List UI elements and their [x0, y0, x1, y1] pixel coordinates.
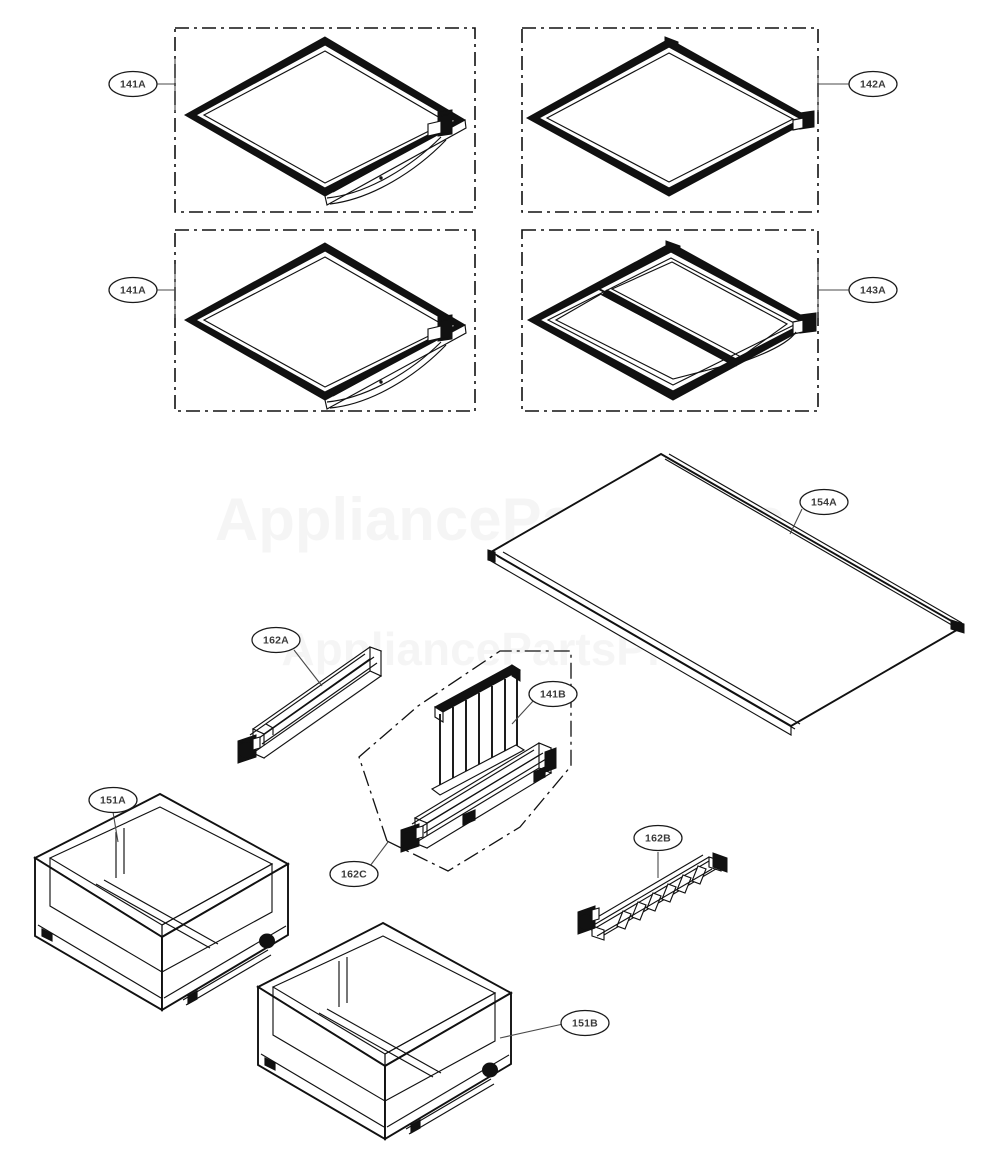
ladder-slots-162B: [616, 865, 707, 930]
divider-bars: [439, 672, 518, 795]
callout-ellipse: [329, 860, 379, 888]
callout-162C[interactable]: 162C: [329, 860, 379, 888]
callout-162A[interactable]: 162A: [251, 626, 301, 654]
callout-label: 162A: [263, 635, 289, 647]
part-141A-upper-shelf[interactable]: [183, 36, 467, 206]
part-143A-split-shelf[interactable]: [526, 240, 817, 401]
callout-label: 141A: [120, 79, 146, 91]
drawer-roller-151A: [259, 933, 275, 949]
callout-151A[interactable]: 151A: [88, 786, 138, 814]
shelf-stud-141A-top: [379, 176, 383, 180]
callout-label: 151B: [572, 1018, 598, 1030]
part-142A-shelf-frame[interactable]: [525, 36, 815, 197]
callout-143A[interactable]: 143A: [848, 276, 898, 304]
part-154A-glass-panel[interactable]: [487, 452, 965, 736]
callout-ellipse: [251, 626, 301, 654]
shelf-stud-141A-bot: [379, 380, 383, 384]
callout-label: 162B: [645, 833, 671, 845]
part-151A-drawer-upper[interactable]: [33, 792, 290, 1012]
callout-ellipse: [848, 276, 898, 304]
part-162B-slide-rail-right[interactable]: [577, 852, 728, 941]
callout-ellipse: [848, 70, 898, 98]
callout-ellipse: [108, 70, 158, 98]
callout-label: 141A: [120, 285, 146, 297]
callout-ellipse: [528, 680, 578, 708]
callout-154A[interactable]: 154A: [799, 488, 849, 516]
callout-ellipse: [560, 1009, 610, 1037]
group-box-141A-top: [174, 27, 476, 213]
callout-label: 151A: [100, 795, 126, 807]
callout-label: 162C: [341, 869, 367, 881]
group-box-141A-bot: [174, 229, 476, 412]
group-polygon-162C: [358, 650, 572, 872]
part-151B-drawer-lower[interactable]: [256, 921, 513, 1141]
callout-ellipse: [633, 824, 683, 852]
roller-162C: [401, 832, 419, 848]
callout-label: 141B: [540, 689, 566, 701]
callout-leaders: [112, 58, 849, 1039]
roller-162A: [238, 742, 256, 758]
part-162A-slide-rail-left[interactable]: [237, 646, 383, 764]
callout-141A-top[interactable]: 141A: [108, 70, 158, 98]
callout-151B[interactable]: 151B: [560, 1009, 610, 1037]
callout-141B[interactable]: 141B: [528, 680, 578, 708]
callout-162B[interactable]: 162B: [633, 824, 683, 852]
callout-ellipse: [88, 786, 138, 814]
callout-ellipse: [108, 276, 158, 304]
callout-141A-bottom[interactable]: 141A: [108, 276, 158, 304]
part-141A-lower-shelf[interactable]: [183, 242, 467, 410]
callout-label: 143A: [860, 285, 886, 297]
part-141B-divider-assembly[interactable]: [430, 664, 526, 796]
drawer-roller-151B: [482, 1062, 498, 1078]
part-162C-rail-under-divider[interactable]: [400, 742, 557, 853]
callout-label: 154A: [811, 497, 837, 509]
callout-142A[interactable]: 142A: [848, 70, 898, 98]
roller-162B: [578, 914, 594, 930]
group-box-143A: [521, 229, 819, 412]
callout-label: 142A: [860, 79, 886, 91]
callout-ellipse: [799, 488, 849, 516]
group-boxes: [174, 27, 819, 412]
group-box-142A: [521, 27, 819, 213]
